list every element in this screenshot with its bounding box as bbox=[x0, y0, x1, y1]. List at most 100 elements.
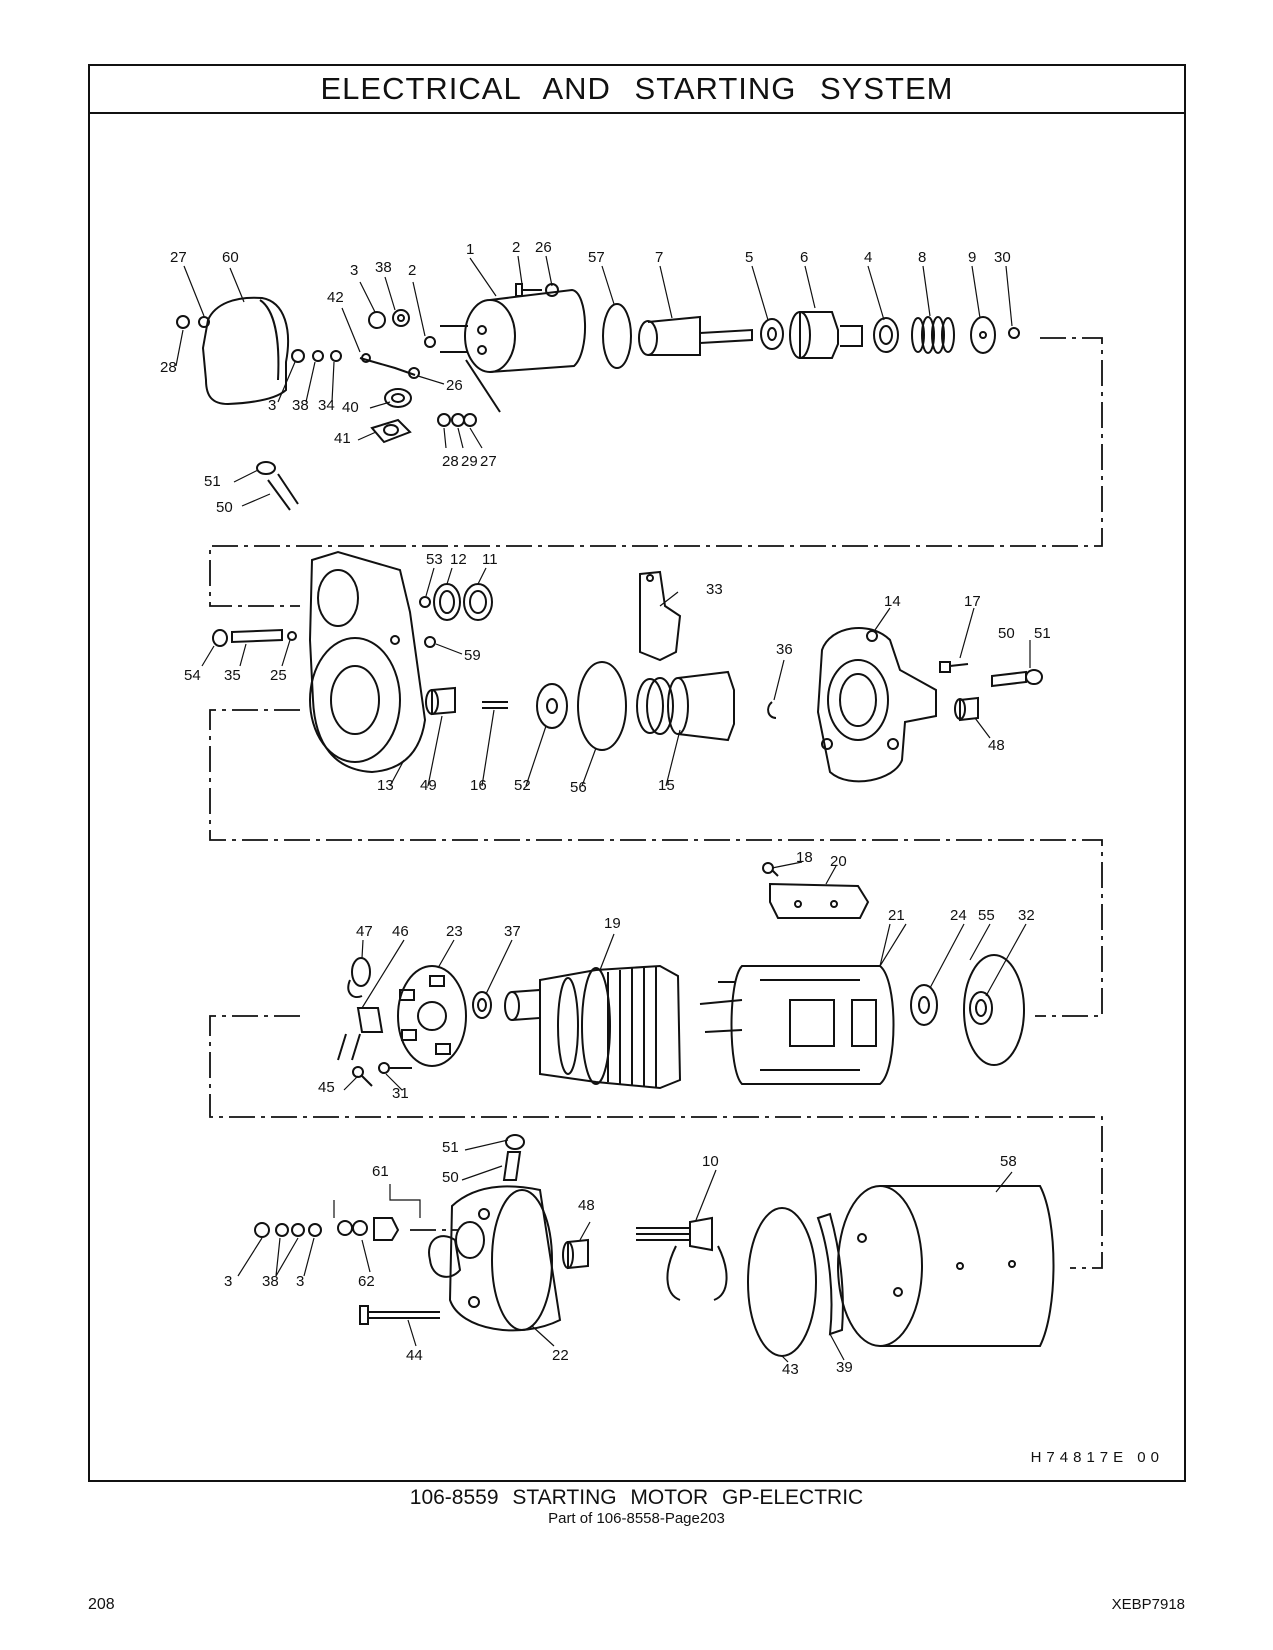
brush-spring-47 bbox=[347, 957, 371, 998]
callout-52: 52 bbox=[514, 777, 531, 794]
callout-27: 27 bbox=[170, 249, 187, 266]
callout-38: 38 bbox=[375, 259, 392, 276]
o-ring-56 bbox=[577, 661, 627, 751]
callout-39: 39 bbox=[836, 1359, 853, 1376]
callout-13: 13 bbox=[377, 777, 394, 794]
small-nuts-28-29-27 bbox=[437, 413, 477, 427]
callout-61: 61 bbox=[372, 1163, 389, 1180]
callout-32: 32 bbox=[1018, 907, 1035, 924]
caption-sub: Part of 106-8558-Page203 bbox=[548, 1510, 725, 1527]
callout-33: 33 bbox=[706, 581, 723, 598]
washer-24 bbox=[910, 984, 938, 1026]
callout-34: 34 bbox=[318, 397, 335, 414]
callout-11: 11 bbox=[482, 551, 498, 568]
callout-43: 43 bbox=[782, 1361, 799, 1378]
callout-3b: 3 bbox=[268, 397, 276, 414]
page-number: 208 bbox=[88, 1596, 115, 1613]
callout-57: 57 bbox=[588, 249, 605, 266]
solenoid-linkage bbox=[359, 353, 420, 444]
callout-42: 42 bbox=[327, 289, 344, 306]
cup-9 bbox=[970, 316, 996, 354]
callout-15: 15 bbox=[658, 777, 675, 794]
callout-28: 28 bbox=[160, 359, 177, 376]
screws-45-31 bbox=[352, 1062, 412, 1087]
pin-and-plug-top bbox=[256, 461, 299, 511]
callout-51: 51 bbox=[204, 473, 221, 490]
callout-45: 45 bbox=[318, 1079, 335, 1096]
callout-59: 59 bbox=[464, 647, 481, 664]
callout-29: 29 bbox=[461, 453, 478, 470]
washer-5 bbox=[760, 318, 784, 350]
callout-47: 47 bbox=[356, 923, 373, 940]
diagram-frame: ELECTRICAL AND STARTING SYSTEM H74817E 0… bbox=[88, 64, 1186, 1482]
callout-50c: 50 bbox=[442, 1169, 459, 1186]
callout-21: 21 bbox=[888, 907, 905, 924]
callout-7: 7 bbox=[655, 249, 663, 266]
callout-30: 30 bbox=[994, 249, 1011, 266]
terminal-hardware-left bbox=[254, 1217, 400, 1241]
caption-main: 106-8559 STARTING MOTOR GP-ELECTRIC bbox=[409, 1486, 864, 1509]
callout-53: 53 bbox=[426, 551, 443, 568]
brush-46 bbox=[337, 1007, 384, 1061]
brake-pad-39 bbox=[816, 1212, 844, 1336]
callout-26: 26 bbox=[535, 239, 552, 256]
callout-51c: 51 bbox=[442, 1139, 459, 1156]
callout-38c: 38 bbox=[262, 1273, 279, 1290]
callout-36: 36 bbox=[776, 641, 793, 658]
terminal-stud-10 bbox=[636, 1216, 728, 1301]
plunger-7 bbox=[638, 315, 753, 356]
o-ring-57 bbox=[602, 303, 632, 369]
motor-frame-58 bbox=[837, 1185, 1055, 1347]
retainer-36 bbox=[767, 701, 777, 719]
callout-5: 5 bbox=[745, 249, 753, 266]
commutator-end-frame-22 bbox=[428, 1185, 562, 1332]
callout-2: 2 bbox=[408, 262, 416, 279]
fastener-group-top-left bbox=[176, 309, 436, 363]
bushing-49-and-stud-16 bbox=[425, 686, 508, 716]
callout-3d: 3 bbox=[296, 1273, 304, 1290]
callout-50b: 50 bbox=[998, 625, 1015, 642]
callout-12: 12 bbox=[450, 551, 467, 568]
spring-8 bbox=[911, 316, 955, 354]
callout-19: 19 bbox=[604, 915, 621, 932]
callout-55: 55 bbox=[978, 907, 995, 924]
sleeve-48-bottom bbox=[562, 1238, 589, 1270]
callout-58: 58 bbox=[1000, 1153, 1017, 1170]
callout-22: 22 bbox=[552, 1347, 569, 1364]
washer-4 bbox=[873, 317, 899, 353]
page-title: ELECTRICAL AND STARTING SYSTEM bbox=[320, 71, 954, 106]
callout-38b: 38 bbox=[292, 397, 309, 414]
callout-16: 16 bbox=[470, 777, 487, 794]
pin-50-51-right bbox=[954, 669, 1043, 722]
plunger-boot-6 bbox=[789, 311, 863, 359]
illustration-ref: H74817E 00 bbox=[1030, 1449, 1164, 1466]
callout-18: 18 bbox=[796, 849, 813, 866]
callout-51b: 51 bbox=[1034, 625, 1051, 642]
callout-50: 50 bbox=[216, 499, 233, 516]
solenoid bbox=[440, 288, 586, 413]
leader-lines bbox=[175, 255, 1031, 1363]
clutch-drive-15 bbox=[636, 670, 735, 742]
bearing-32 bbox=[969, 991, 993, 1025]
brush-end-housing-14 bbox=[816, 626, 969, 783]
callout-49: 49 bbox=[420, 777, 437, 794]
callout-37: 37 bbox=[504, 923, 521, 940]
callout-27b: 27 bbox=[480, 453, 497, 470]
callout-60: 60 bbox=[222, 249, 239, 266]
callout-1: 1 bbox=[466, 241, 474, 258]
drive-housing-13 bbox=[308, 550, 427, 774]
callout-44: 44 bbox=[406, 1347, 423, 1364]
brush-holder-23 bbox=[397, 965, 467, 1067]
callout-26b: 26 bbox=[446, 377, 463, 394]
callout-9: 9 bbox=[968, 249, 976, 266]
callout-10: 10 bbox=[702, 1153, 719, 1170]
callout-8: 8 bbox=[918, 249, 926, 266]
assembly-axis-lines bbox=[209, 337, 1103, 1269]
callout-numbers: 27 60 28 3 38 2 42 1 2 26 57 7 5 6 4 8 9… bbox=[160, 239, 1051, 1378]
callout-20: 20 bbox=[830, 853, 847, 870]
callout-24: 24 bbox=[950, 907, 967, 924]
nut-30 bbox=[1008, 327, 1020, 339]
shift-lever-33 bbox=[639, 570, 682, 662]
callout-3: 3 bbox=[350, 262, 358, 279]
